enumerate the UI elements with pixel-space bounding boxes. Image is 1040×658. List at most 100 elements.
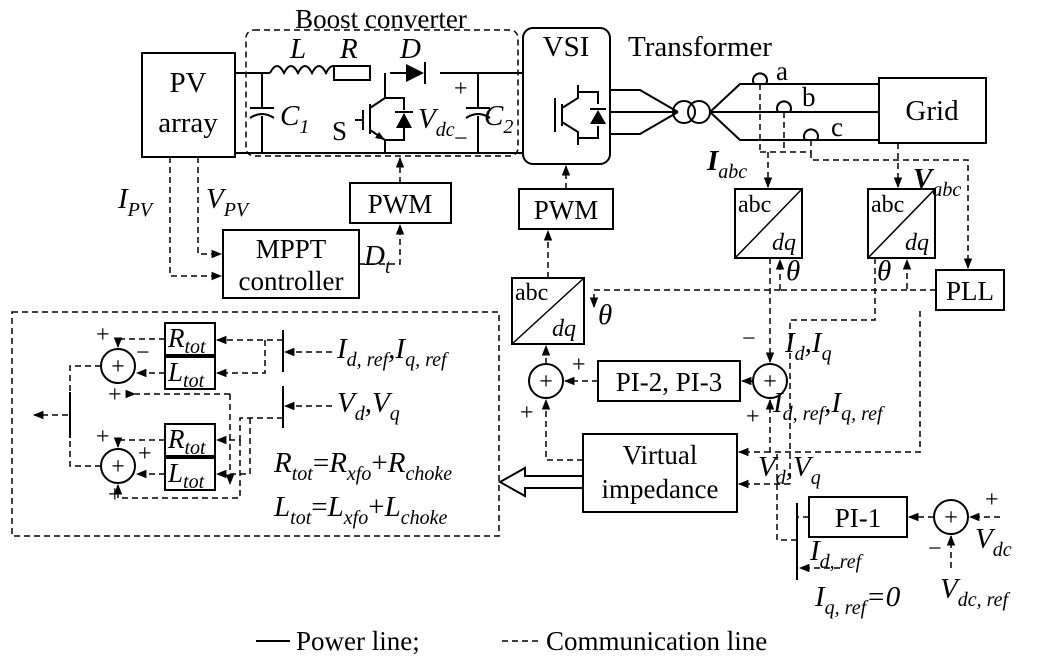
ltot-upper-label: Ltot <box>167 357 205 392</box>
vdc-minus: − <box>454 126 468 152</box>
rtot-upper-label: Rtot <box>167 323 206 358</box>
vdcref-signal-label: Vdc, ref <box>940 573 1011 611</box>
abcdq-current-diagonal <box>734 188 803 259</box>
iabc-label: Iabc <box>706 145 747 183</box>
vdc-signal-label: Vdc <box>975 523 1012 561</box>
theta-label-1: θ <box>786 255 800 287</box>
legend: Power line; Communication line <box>256 626 767 656</box>
power-stage: PV array Boost converter L R D C1 S Vdc <box>141 4 987 165</box>
virtual-impedance-block <box>582 433 738 513</box>
boost-converter-label: Boost converter <box>295 4 467 34</box>
legend-power-label: Power line; <box>296 626 420 656</box>
vi-lower-plus-bottom: + <box>108 482 122 508</box>
abcdq-voltage-diagonal <box>867 188 936 259</box>
ltot-lower-block <box>164 457 216 491</box>
pwm-vsi-label: PWM <box>534 195 599 225</box>
diode-symbol <box>406 64 424 82</box>
pwm-vsi-block <box>518 188 614 230</box>
idref-pi1-label: Id, ref <box>809 535 864 573</box>
ct-loop-a <box>752 72 768 85</box>
mppt-label-2: controller <box>239 266 344 296</box>
vi-wires-lower <box>215 417 283 445</box>
switch-s-symbol <box>355 73 386 153</box>
vi-upper-minus: − <box>136 340 150 366</box>
abcdq-current-bottom: dq <box>772 230 796 256</box>
pll-block <box>935 269 1005 311</box>
vsi-output-lines <box>610 89 679 135</box>
vabc-label: Vabc <box>913 163 961 201</box>
pv-array-block <box>141 52 236 158</box>
rtot-upper-to-sum <box>113 337 165 349</box>
vi-lower-plus-top: + <box>96 424 110 450</box>
virtual-impedance-detail: + + Rtot Ltot Rtot Ltot Id, ref,Iq, ref … <box>11 311 500 537</box>
phase-lines <box>709 83 879 141</box>
theta-label-3: θ <box>598 299 612 331</box>
ct-loop-c <box>803 128 819 141</box>
phase-b-label: b <box>802 82 816 112</box>
vi-wires-upper-2 <box>215 340 266 378</box>
pi1-label: PI-1 <box>835 503 882 533</box>
theta-label-2: θ <box>877 255 891 287</box>
pi1-block <box>808 496 908 538</box>
virtual-impedance-label-2: impedance <box>602 474 719 504</box>
ltot-equation: Ltot=Lxfo+Lchoke <box>273 491 447 529</box>
sum-junction-vdc-sign: + <box>944 505 958 531</box>
mppt-to-pwm <box>359 223 405 265</box>
rtot-lower-block <box>164 423 216 457</box>
vdc-plus-sign: + <box>985 487 999 513</box>
abcdq-voltage-top: abc <box>871 192 904 218</box>
pll-label: PLL <box>946 276 994 306</box>
vi-upper-plus-bottom: + <box>108 382 122 408</box>
vdc-plus: + <box>454 76 468 102</box>
vdc-label: Vdc <box>418 103 455 141</box>
capacitor-c1-label: C1 <box>280 100 309 138</box>
vpv-line <box>197 157 223 259</box>
iqref-zero-label: Iq, ref=0 <box>814 581 901 619</box>
abcdq-voltage-bottom: dq <box>905 230 929 256</box>
transformer-label: Transformer <box>628 31 772 63</box>
vi-upper-plus-top: + <box>96 322 110 348</box>
abcdq-vsi-diagonal <box>511 277 585 345</box>
pwm-boost-block <box>349 182 452 224</box>
control-blocks: PWM PWM MPPT controller Dt IPV VPV abc d… <box>117 84 1012 619</box>
ipv-line <box>169 157 223 281</box>
vi-lower-plus-right: + <box>138 441 152 467</box>
iref-label: Id, ref,Iq, ref <box>772 387 885 425</box>
vi-sum-lower-out <box>69 424 101 467</box>
resistor-symbol <box>333 65 371 81</box>
iref-plus-sign: + <box>746 404 760 430</box>
grid-label: Grid <box>905 95 959 127</box>
antiparallel-diode-head <box>396 113 412 128</box>
vsi-igbt-symbol <box>554 85 599 145</box>
current-measurement <box>760 84 812 187</box>
rtot-lower-to-sum <box>113 437 165 449</box>
abcdq-vsi-top: abc <box>515 280 548 306</box>
antiparallel-diode <box>385 97 405 141</box>
switch-s-arrow <box>375 132 385 140</box>
vsi-block <box>522 27 611 165</box>
grid-block <box>878 77 987 144</box>
boost-converter-frame <box>245 29 519 157</box>
capacitor-c1-symbol <box>249 73 275 153</box>
phase-a-label: a <box>776 56 788 86</box>
pi23-label: PI-2, PI-3 <box>616 367 723 397</box>
resistor-label: R <box>339 33 358 65</box>
inductor-symbol <box>269 65 344 76</box>
capacitor-c2-label: C2 <box>484 100 513 138</box>
pwm-boost-label: PWM <box>368 189 433 219</box>
abcdq-vsi-bottom: dq <box>552 316 576 342</box>
mppt-label-1: MPPT <box>256 234 327 264</box>
pv-array-label-1: PV <box>169 67 206 99</box>
vi-detail-frame <box>11 311 500 537</box>
abcdq-current-top: abc <box>738 192 771 218</box>
current-minus-sign: − <box>742 326 756 352</box>
rtot-equation: Rtot=Rxfo+Rchoke <box>273 447 452 485</box>
capacitor-c2-symbol <box>465 73 491 153</box>
vi-to-sum <box>541 398 583 461</box>
vi-wires-lower-2 <box>215 418 251 479</box>
transformer-winding-1 <box>672 100 696 124</box>
vi-plus-sign: + <box>520 400 534 426</box>
ipv-label: IPV <box>117 183 155 221</box>
vi-vdvq-label: Vd,Vq <box>337 387 400 425</box>
